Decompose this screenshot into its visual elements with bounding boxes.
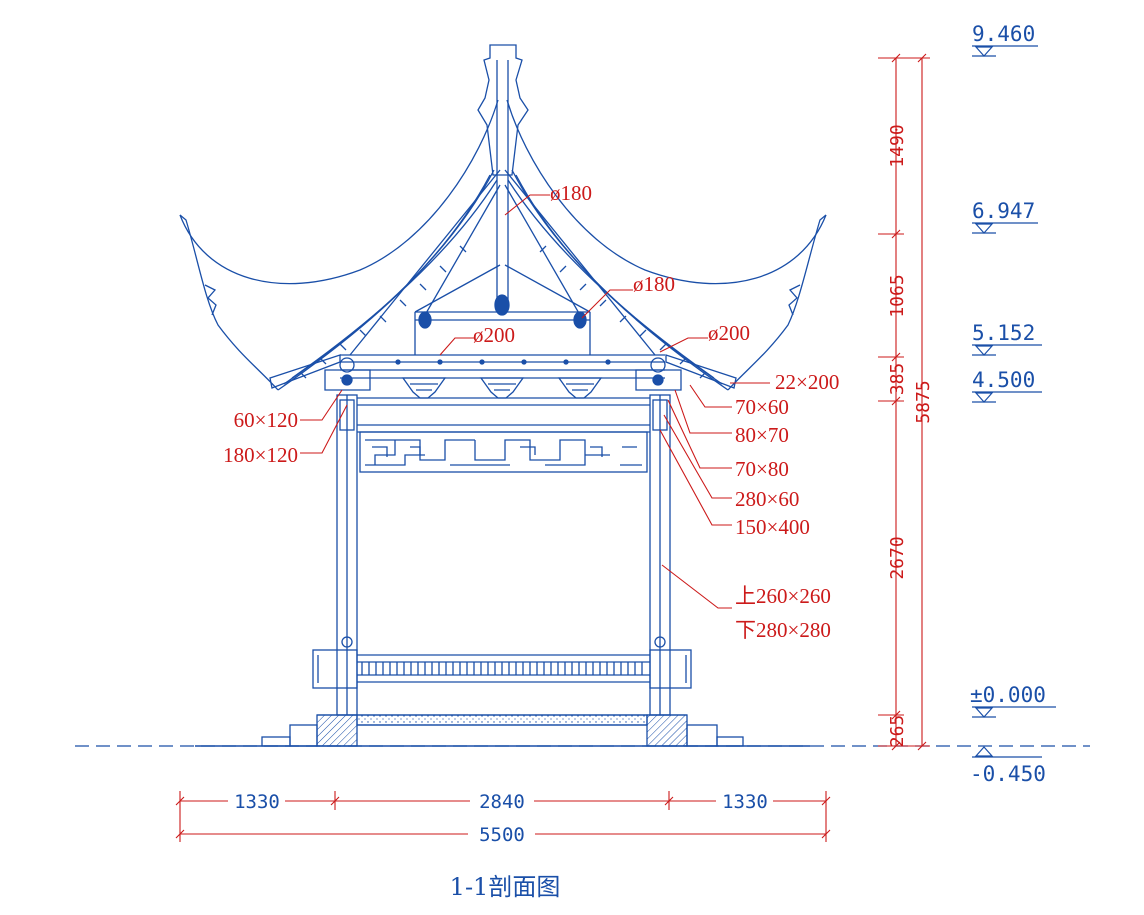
- horizontal-dim-labels: 1330 2840 1330 5500: [234, 791, 768, 846]
- dim-5500: 5500: [479, 824, 525, 846]
- elev-6947: 6.947: [972, 199, 1035, 223]
- callout-purlin-lower-left: ø200: [473, 323, 515, 347]
- dim-265: 265: [887, 715, 908, 748]
- callout-beam-a: 280×60: [735, 487, 799, 511]
- vertical-dimensions: [878, 53, 930, 751]
- elev-5152: 5.152: [972, 321, 1035, 345]
- elev-0000: ±0.000: [970, 683, 1046, 707]
- dim-1490: 1490: [887, 124, 908, 167]
- callout-column-bottom: 下280×280: [735, 618, 831, 642]
- leader-lines: [300, 194, 770, 609]
- callout-purlin-lower-right: ø200: [708, 321, 750, 345]
- dim-1330-right: 1330: [722, 791, 768, 813]
- callout-rafter-c: 70×80: [735, 457, 789, 481]
- elevation-marks: [972, 45, 1056, 758]
- dim-1330-left: 1330: [234, 791, 280, 813]
- callouts: ø180 ø180 ø200 ø200 22×200 70×60 80×70 7…: [223, 181, 839, 642]
- callout-left-a: 60×120: [234, 408, 298, 432]
- elevation-labels: 9.460 6.947 5.152 4.500 ±0.000 -0.450: [970, 22, 1046, 786]
- callout-rafter-b: 80×70: [735, 423, 789, 447]
- elev-neg-0450: -0.450: [970, 762, 1046, 786]
- callout-eave-board: 22×200: [775, 370, 839, 394]
- horizontal-dimensions: [175, 791, 831, 842]
- dim-5875: 5875: [913, 380, 934, 423]
- dim-385: 385: [887, 363, 908, 396]
- elev-4500: 4.500: [972, 368, 1035, 392]
- drawing-title: 1-1剖面图: [450, 873, 561, 901]
- vertical-dim-labels: 1490 1065 385 2670 265 5875: [887, 124, 934, 747]
- dim-1065: 1065: [887, 274, 908, 317]
- callout-ridge-post: ø180: [550, 181, 592, 205]
- roof: [179, 44, 827, 399]
- railing-balusters: [361, 662, 643, 675]
- callout-beam-b: 150×400: [735, 515, 810, 539]
- dim-2840: 2840: [479, 791, 525, 813]
- dim-2670: 2670: [887, 536, 908, 579]
- callout-left-b: 180×120: [223, 443, 298, 467]
- callout-column-top: 上260×260: [735, 584, 831, 608]
- elev-9460: 9.460: [972, 22, 1035, 46]
- frame: [195, 394, 810, 747]
- callout-purlin-upper: ø180: [633, 272, 675, 296]
- callout-rafter-a: 70×60: [735, 395, 789, 419]
